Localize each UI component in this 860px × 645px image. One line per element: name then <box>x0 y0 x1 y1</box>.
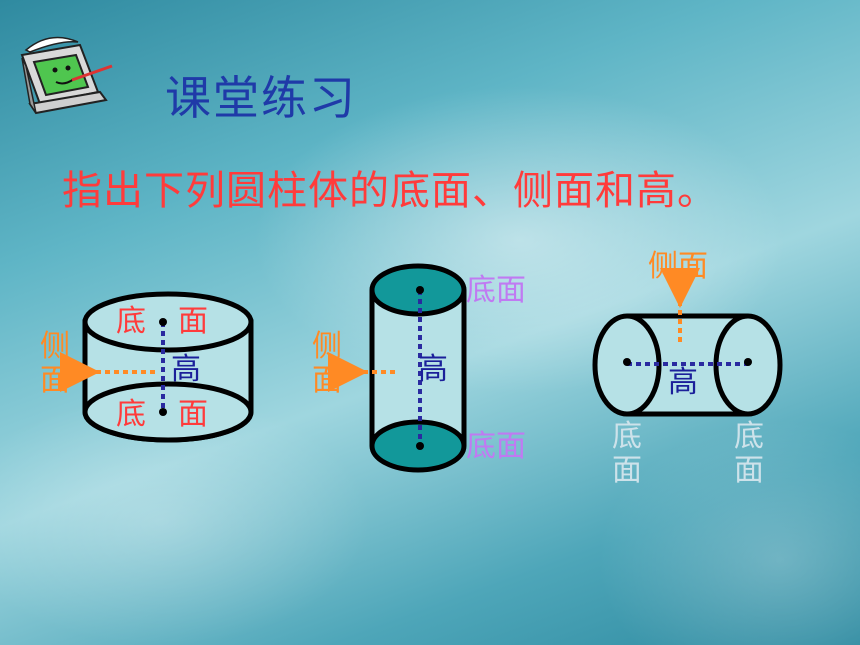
c3-right-base-b: 面 <box>734 453 764 488</box>
cylinder-3 <box>592 268 783 417</box>
c1-bottom-base-b: 面 <box>178 397 208 432</box>
c3-side-label: 侧面 <box>648 249 708 284</box>
c2-bottom-base-label: 底面 <box>466 429 526 464</box>
c2-side-a: 侧 <box>312 329 342 364</box>
cylinder-1 <box>59 291 254 443</box>
c1-side-b: 面 <box>40 363 70 398</box>
c3-right-base-label: 底 面 <box>732 420 766 488</box>
cylinder-2 <box>328 263 467 473</box>
instruction-text: 指出下列圆柱体的底面、侧面和高。 <box>62 168 718 214</box>
c3-left-base-label: 底 面 <box>610 420 644 488</box>
c2-top-base-label: 底面 <box>466 273 526 308</box>
c1-top-base-a: 底 <box>116 304 146 339</box>
c3-height-label: 高 <box>668 365 698 400</box>
c1-side-a: 侧 <box>40 329 70 364</box>
c3-left-base-b: 面 <box>612 453 642 488</box>
c3-left-base-a: 底 <box>612 419 642 454</box>
c2-height-label: 高 <box>418 352 448 387</box>
c2-side-b: 面 <box>312 363 342 398</box>
c1-side-label: 侧 面 <box>38 330 72 398</box>
c3-right-base-a: 底 <box>734 419 764 454</box>
c2-side-label: 侧 面 <box>310 330 344 398</box>
c1-height-label: 高 <box>171 352 201 387</box>
slide-title: 课堂练习 <box>165 71 357 125</box>
c1-top-base-b: 面 <box>178 304 208 339</box>
c1-bottom-base-a: 底 <box>116 397 146 432</box>
